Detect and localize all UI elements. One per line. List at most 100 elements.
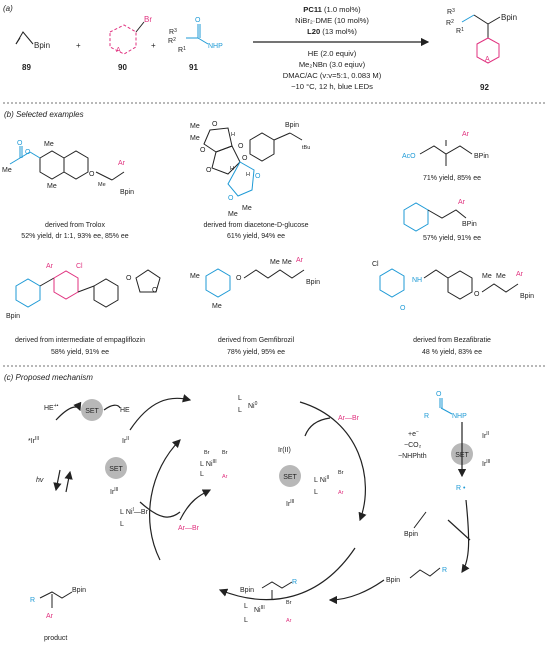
- example-1-source: derived from Trolox: [45, 222, 105, 229]
- example-4-result: 57% yield, 91% ee: [423, 235, 481, 242]
- empa-bpin: Bpin: [6, 313, 20, 320]
- ni-ii-ligand: L: [314, 489, 318, 496]
- electron-gain: +e−: [408, 429, 419, 438]
- ir-excited: *IrIII: [28, 436, 39, 445]
- radical-bpin: Bpin: [386, 577, 400, 584]
- example-5-result: 58% yield, 91% ee: [51, 349, 109, 356]
- condition-line-3: L20 (13 mol%): [307, 27, 357, 36]
- set-label-2: SET: [109, 466, 123, 473]
- ir-II-paren: Ir(II): [278, 447, 291, 454]
- empa-ar: Ar: [46, 263, 54, 270]
- gem-me-1: Me: [190, 273, 200, 280]
- section-b-label: (b) Selected examples: [4, 110, 84, 119]
- beza-me-1: Me: [482, 273, 492, 280]
- empa-cl: Cl: [76, 263, 83, 270]
- product-bpin: Bpin: [501, 13, 517, 22]
- compound-91: O NHP R3 R2 R1 91: [168, 17, 223, 72]
- gem-ar: Ar: [296, 257, 304, 264]
- gem-me-3: Me: [270, 259, 280, 266]
- compound-89: Bpin 89: [15, 31, 50, 72]
- example-6-source: derived from Gemfibrozil: [218, 337, 295, 344]
- ester-ar: Ar: [462, 131, 470, 138]
- section-b: (b) Selected examples Me O O Me O Me Bpi…: [2, 110, 534, 356]
- ester-bpin: BPin: [474, 153, 489, 160]
- glucose-o-6: O: [255, 173, 261, 180]
- glucose-me-1: Me: [190, 123, 200, 130]
- section-c-label: (c) Proposed mechanism: [4, 373, 93, 382]
- section-a-label: (a): [3, 4, 13, 13]
- glucose-h-1: H: [231, 132, 235, 138]
- beza-nh: NH: [412, 277, 422, 284]
- product-r1: R1: [456, 27, 464, 35]
- example-3-result: 71% yield, 85% ee: [423, 175, 481, 182]
- gem-o: O: [236, 275, 242, 282]
- product-label: product: [44, 635, 67, 642]
- alkyl-ni-species: NiIII: [254, 605, 265, 614]
- ni-iii-br-2: Br: [222, 450, 228, 456]
- ni0-species: Ni0: [248, 401, 258, 410]
- section-c: (c) Proposed mechanism SET SET HE+• HE *…: [4, 373, 490, 642]
- beza-o-2: O: [474, 291, 480, 298]
- glucose-me-2: Me: [190, 135, 200, 142]
- plus-sign-2: +: [151, 41, 156, 50]
- bromo-atom: Br: [144, 15, 152, 24]
- trolox-me-4: Me: [98, 182, 106, 188]
- hv-label: hv: [36, 477, 44, 484]
- product-ar: Ar: [46, 613, 54, 620]
- ester-aco: AcO: [402, 153, 416, 160]
- example-trolox-structure: Me O O Me O Me Bpin Ar Me: [2, 140, 134, 196]
- empa-o-2: O: [152, 287, 158, 294]
- vinyl-bpin-label: Bpin: [34, 41, 50, 50]
- example-glucose-structure: Bpin tBu Me Me O O H O O H O O O H Me Me: [190, 121, 310, 218]
- cyclohexyl-bpin: BPin: [462, 221, 477, 228]
- r1-label: R1: [178, 46, 186, 54]
- nhphth-loss: −NHPhth: [398, 453, 427, 460]
- condition-line-5: Me₂NBn (3.0 eqiuv): [299, 60, 366, 69]
- aryl-bromide-2: Ar—Br: [178, 525, 200, 532]
- trolox-ar: Ar: [118, 160, 126, 167]
- ni-ii-ar: Ar: [338, 490, 344, 496]
- gem-bpin: Bpin: [306, 279, 320, 286]
- amide-nhp: NHP: [452, 413, 467, 420]
- trolox-me-1: Me: [2, 167, 12, 174]
- trolox-ring-o: O: [89, 171, 95, 178]
- glucose-me-3: Me: [242, 205, 252, 212]
- example-gemfibrozil-structure: Me Me O Me Me Ar Bpin: [190, 257, 320, 310]
- alkyl-radical: R •: [456, 485, 466, 492]
- compound-92: Bpin A R3 R2 R1 92: [446, 8, 517, 92]
- example-2-source: derived from diacetone-D-glucose: [203, 222, 308, 229]
- set-bubble-2: [105, 457, 127, 479]
- ni-iii-ligand: L: [200, 471, 204, 478]
- example-1-result: 52% yield, dr 1:1, 93% ee, 85% ee: [21, 233, 129, 240]
- condition-line-1: PC11 (1.0 mol%): [303, 5, 361, 14]
- ring-atom-a: A: [116, 47, 121, 54]
- alkyl-ni-l2: L: [244, 617, 248, 624]
- glucose-o-5: O: [242, 155, 248, 162]
- co2-loss: −CO₂: [404, 442, 422, 449]
- glucose-tbu: tBu: [302, 145, 310, 151]
- ni-iii-ar: Ar: [222, 474, 228, 480]
- r3-label: R3: [169, 28, 177, 36]
- compound-id-89: 89: [22, 63, 31, 72]
- glucose-h-3: H: [246, 172, 250, 178]
- beza-cl: Cl: [372, 261, 379, 268]
- glucose-o-3: O: [238, 143, 244, 150]
- aryl-bromide-1: Ar—Br: [338, 415, 360, 422]
- glucose-o-2: O: [200, 147, 206, 154]
- vinyl-bpin-c: Bpin: [404, 531, 418, 538]
- set-bubble-3: [279, 465, 301, 487]
- beza-bpin: Bpin: [520, 293, 534, 300]
- nhp-label: NHP: [208, 43, 223, 50]
- beza-o: O: [400, 305, 406, 312]
- amide-r: R: [424, 413, 429, 420]
- alkyl-ni-ar: Ar: [286, 618, 292, 624]
- glucose-o-4: O: [206, 167, 212, 174]
- gem-me-2: Me: [212, 303, 222, 310]
- glucose-o-7: O: [228, 195, 234, 202]
- condition-line-6: DMAC/AC (v:v=5:1, 0.083 M): [283, 71, 382, 80]
- trolox-o-2: O: [17, 140, 23, 147]
- condition-line-4: HE (2.0 equiv): [308, 49, 357, 58]
